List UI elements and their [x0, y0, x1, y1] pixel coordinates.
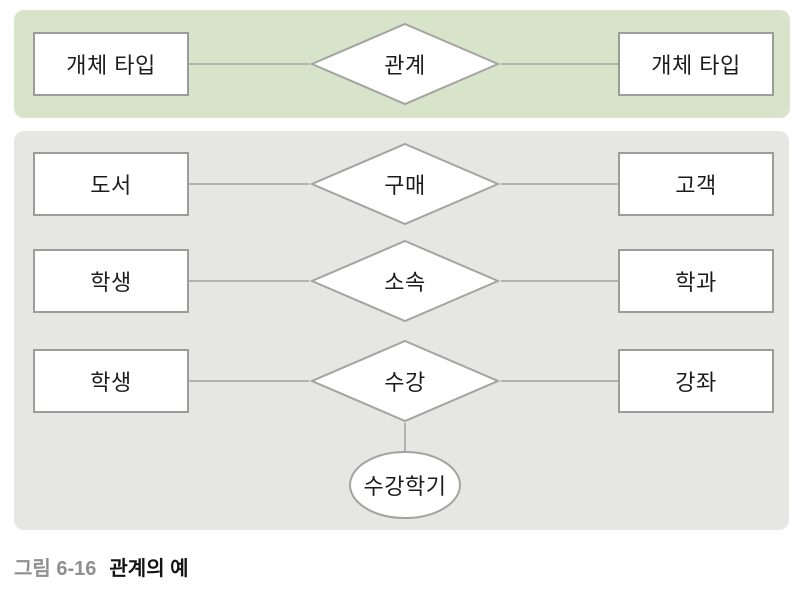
relationship-label: 수강: [384, 370, 426, 395]
relationship-diamond-enrolls: 수강: [309, 339, 501, 423]
relationship-label: 소속: [384, 270, 426, 295]
figure-caption-title: 관계의 예: [109, 558, 189, 580]
entity-label: 학생: [90, 270, 132, 295]
entity-box-student-1: 학생: [33, 249, 189, 313]
entity-label: 학생: [90, 370, 132, 395]
relationship-diamond-purchase: 구매: [309, 142, 501, 226]
connector-line: [501, 380, 618, 382]
connector-line: [501, 183, 618, 185]
diamond-shape: [309, 239, 501, 323]
figure-caption-number: 그림 6-16: [14, 558, 97, 580]
entity-label: 개체 타입: [66, 53, 156, 78]
entity-box-legend-right: 개체 타입: [618, 32, 774, 96]
entity-box-course: 강좌: [618, 349, 774, 413]
entity-box-legend-left: 개체 타입: [33, 32, 189, 96]
entity-label: 학과: [675, 270, 717, 295]
connector-line: [189, 280, 309, 282]
ellipse-shape: [349, 451, 461, 519]
entity-box-student-2: 학생: [33, 349, 189, 413]
attribute-label: 수강학기: [363, 474, 447, 499]
connector-line-vertical: [404, 423, 406, 452]
relationship-label: 관계: [384, 53, 426, 78]
entity-box-customer: 고객: [618, 152, 774, 216]
connector-line: [189, 63, 309, 65]
connector-line: [501, 280, 618, 282]
entity-label: 강좌: [675, 370, 717, 395]
entity-label: 고객: [675, 173, 717, 198]
connector-line: [501, 63, 618, 65]
entity-label: 도서: [90, 173, 132, 198]
connector-line: [189, 380, 309, 382]
relationship-label: 구매: [384, 173, 426, 198]
diamond-shape: [309, 22, 501, 106]
entity-box-department: 학과: [618, 249, 774, 313]
diamond-shape: [309, 339, 501, 423]
relationship-diamond-legend: 관계: [309, 22, 501, 106]
figure-caption: 그림 6-16 관계의 예: [14, 552, 189, 581]
diamond-shape: [309, 142, 501, 226]
connector-line: [189, 183, 309, 185]
entity-box-book: 도서: [33, 152, 189, 216]
entity-label: 개체 타입: [651, 53, 741, 78]
relationship-diamond-belongs: 소속: [309, 239, 501, 323]
attribute-ellipse-semester: 수강학기: [348, 450, 462, 520]
